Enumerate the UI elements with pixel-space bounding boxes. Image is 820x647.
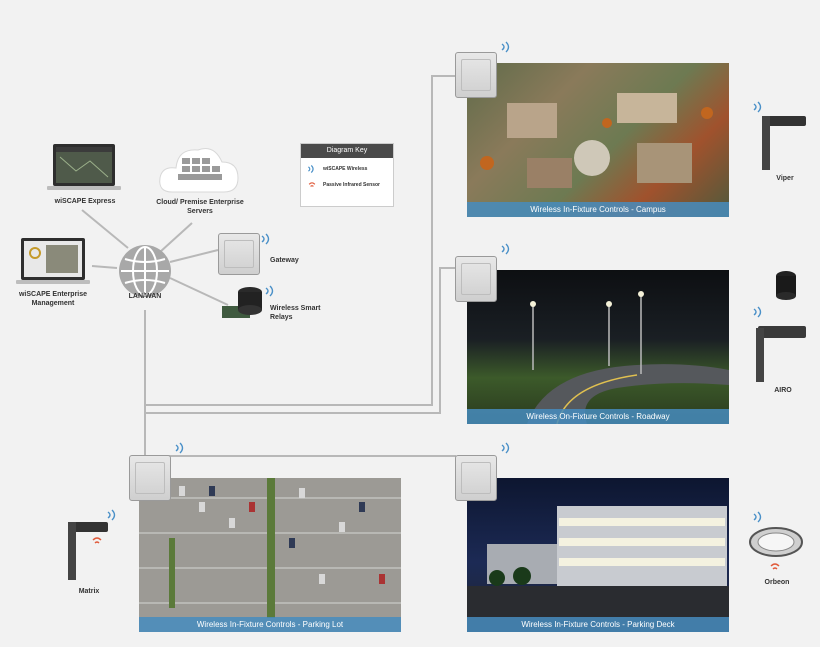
parking-deck-scene bbox=[467, 506, 729, 632]
parking-lot-photo: Wireless In-Fixture Controls - Parking L… bbox=[139, 478, 401, 632]
parking-lot-controller-box bbox=[129, 455, 171, 501]
wiscape-express-laptop bbox=[46, 143, 122, 193]
wire-relays bbox=[169, 277, 229, 306]
enterprise-management-laptop bbox=[16, 237, 92, 287]
infrared-sensor-icon bbox=[308, 182, 316, 187]
airo-label: AIRO bbox=[774, 387, 792, 394]
wireless-signal-icon bbox=[501, 243, 510, 255]
key-item-infrared: Passive Infrared Sensor bbox=[307, 180, 393, 190]
wireless-signal-icon bbox=[753, 511, 762, 523]
diagram-key-title: Diagram Key bbox=[301, 144, 393, 158]
orbeon-label: Orbeon bbox=[764, 579, 790, 586]
enterprise-management-label: wiSCAPE Enterprise Management bbox=[18, 291, 88, 307]
wire-servers bbox=[159, 222, 193, 253]
matrix-label: Matrix bbox=[78, 588, 100, 595]
orbeon-fixture-icon bbox=[749, 527, 803, 557]
wire-management bbox=[91, 265, 118, 269]
campus-buildings bbox=[480, 93, 713, 188]
key-item-wireless: wiSCAPE Wireless bbox=[307, 164, 393, 174]
wireless-signal-icon bbox=[753, 306, 762, 318]
infrared-sensor-icon bbox=[770, 563, 780, 570]
wire-gateway bbox=[169, 249, 219, 263]
parking-deck-controller-box bbox=[455, 455, 497, 501]
parking-lot-scene bbox=[139, 478, 401, 618]
wire-express bbox=[81, 209, 129, 249]
wireless-signal-icon bbox=[175, 442, 184, 454]
globe-icon bbox=[119, 245, 171, 297]
gateway-box bbox=[218, 233, 260, 275]
smart-relays-label: Wireless Smart Relays bbox=[270, 305, 321, 321]
smart-relays bbox=[222, 284, 268, 320]
infrared-sensor-icon bbox=[92, 537, 102, 544]
lan-wan-label: LAN/WAN bbox=[128, 293, 162, 300]
key-item-infrared-label: Passive Infrared Sensor bbox=[323, 182, 380, 188]
diagram-key: Diagram Key wiSCAPE Wireless Passive Inf… bbox=[300, 143, 394, 207]
viper-fixture-icon bbox=[762, 116, 806, 170]
campus-caption: Wireless In-Fixture Controls - Campus bbox=[467, 202, 729, 217]
wire-campus bbox=[145, 75, 456, 406]
laptop-icon bbox=[16, 238, 90, 284]
wire-roadway bbox=[145, 267, 456, 414]
wireless-signal-icon bbox=[107, 509, 116, 521]
campus-controller-box bbox=[455, 52, 497, 98]
airo-fixture-icon bbox=[756, 271, 806, 382]
wireless-signal-icon bbox=[501, 442, 510, 454]
wireless-signal-icon bbox=[308, 165, 314, 173]
roadway-photo: Wireless On-Fixture Controls - Roadway bbox=[467, 270, 729, 424]
gateway-label: Gateway bbox=[270, 257, 299, 264]
roadway-caption: Wireless On-Fixture Controls - Roadway bbox=[467, 409, 729, 424]
campus-photo: Wireless In-Fixture Controls - Campus bbox=[467, 63, 729, 217]
cloud-servers-label: Cloud/ Premise Enterprise Servers bbox=[156, 199, 244, 215]
lan-wan-globe bbox=[116, 242, 174, 300]
parking-deck-photo: Wireless In-Fixture Controls - Parking D… bbox=[467, 478, 729, 632]
cloud-server-icon bbox=[159, 148, 239, 193]
key-item-wireless-label: wiSCAPE Wireless bbox=[323, 166, 368, 172]
wireless-signal-icon bbox=[261, 233, 270, 245]
wiscape-express-label: wiSCAPE Express bbox=[54, 198, 116, 205]
wireless-signal-icon bbox=[265, 285, 274, 297]
wireless-signal-icon bbox=[753, 101, 762, 113]
roadway-scene bbox=[527, 291, 729, 424]
relay-icon bbox=[222, 287, 262, 318]
matrix-fixture-icon bbox=[68, 522, 108, 580]
parking-lot-caption: Wireless In-Fixture Controls - Parking L… bbox=[139, 617, 401, 632]
cloud-servers bbox=[158, 140, 240, 194]
roadway-controller-box bbox=[455, 256, 497, 302]
laptop-icon bbox=[47, 144, 121, 190]
viper-label: Viper bbox=[776, 175, 794, 182]
wireless-signal-icon bbox=[501, 41, 510, 53]
parking-deck-caption: Wireless In-Fixture Controls - Parking D… bbox=[467, 617, 729, 632]
